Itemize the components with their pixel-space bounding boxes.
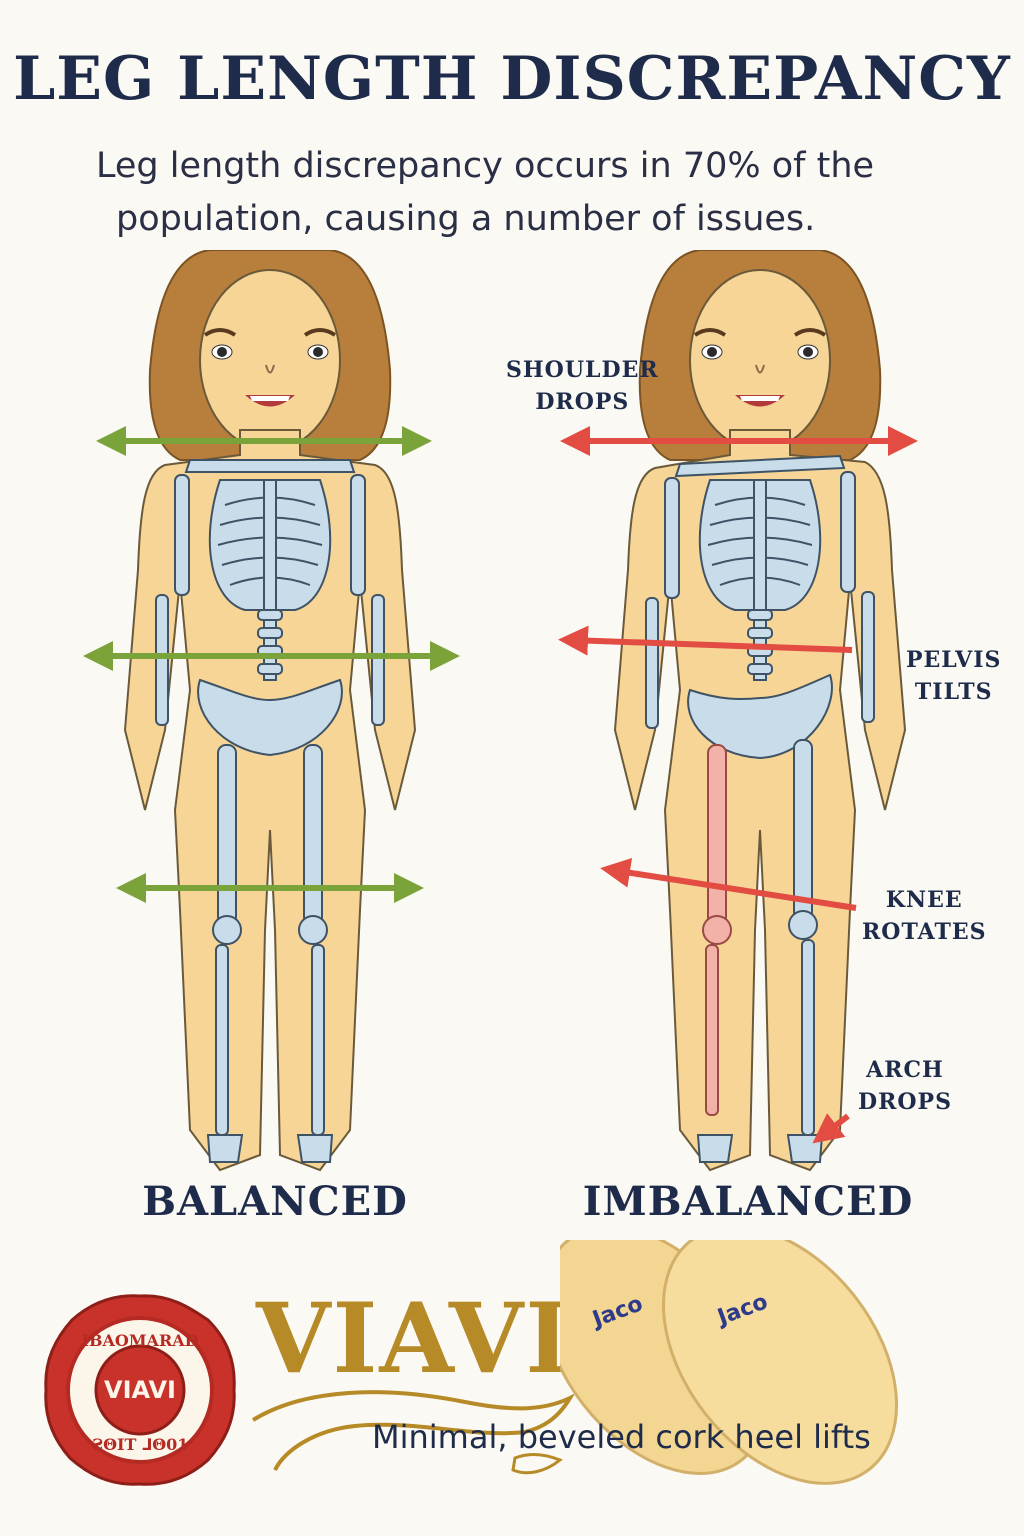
imbalanced-figure [613,250,907,1172]
tagline: Minimal, beveled cork heel lifts [372,1418,871,1456]
heel-lift-2: Jaco [661,1240,899,1485]
seal-center-text: VIAVI [104,1376,176,1404]
viavi-wordmark: VIAVI [256,1282,573,1395]
callout-pelvis-line2: TILTS [914,679,993,705]
page-title: LEG LENGTH DISCREPANCY [13,44,1011,114]
callout-pelvis-line1: PELVIS [906,647,1002,673]
callout-pelvis-tilts: PELVIS TILTS [906,644,1001,708]
callout-shoulder-line1: SHOULDER [506,357,659,383]
subtitle-line-2: population, causing a number of issues. [116,199,816,239]
viavi-seal-logo: IBAOMARAD VIAVI ƧΘIT ⅃Θ01 [44,1294,236,1486]
seal-top-text: IBAOMARAD [81,1331,198,1350]
balanced-label: BALANCED [142,1178,408,1225]
callout-arch-line1: ARCH [866,1057,944,1083]
body-silhouette [123,250,417,1172]
heel-lifts-illustration: Jaco Jaco [560,1240,899,1485]
callout-knee-rotates: KNEE ROTATES [862,884,987,948]
callout-knee-line1: KNEE [885,887,963,913]
face [203,328,337,407]
callout-shoulder-drops: SHOULDER DROPS [506,354,659,418]
skeleton [645,454,875,1163]
callout-knee-line2: ROTATES [862,919,987,945]
seal-bottom-text: ƧΘIT ⅃Θ01 [92,1435,189,1454]
subtitle-line-1: Leg length discrepancy occurs in 70% of … [96,146,875,186]
body-silhouette [613,250,907,1172]
balanced-figure [123,250,417,1172]
callout-arch-line2: DROPS [858,1089,952,1115]
callout-arch-drops: ARCH DROPS [858,1054,952,1118]
ribbon-flourish [251,1390,575,1475]
imbalanced-label: IMBALANCED [582,1178,914,1225]
face [693,328,827,407]
callout-shoulder-line2: DROPS [535,389,630,415]
subtitle: Leg length discrepancy occurs in 70% of … [96,140,976,246]
